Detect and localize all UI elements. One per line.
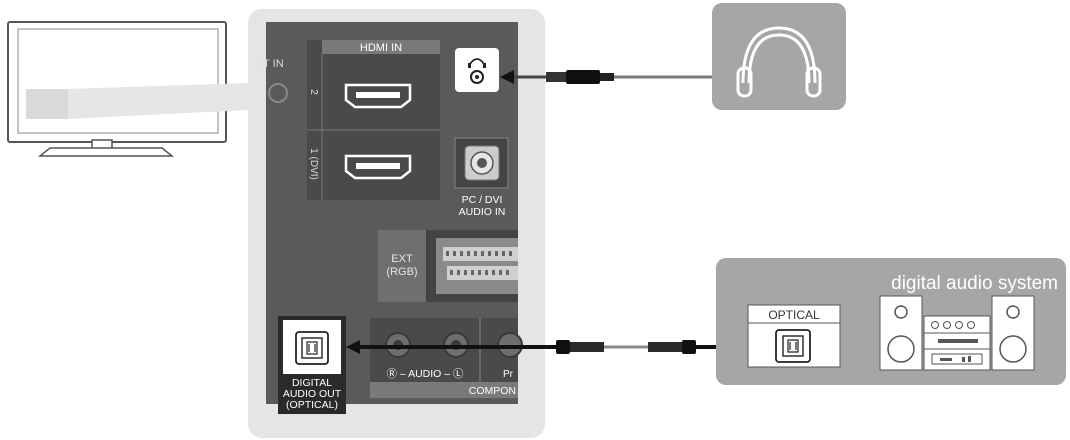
audio-label: Ⓡ – AUDIO – Ⓛ — [386, 368, 464, 380]
pr-label: Pr — [503, 369, 514, 380]
scart-port[interactable] — [436, 238, 518, 294]
optical-port-icon[interactable] — [295, 331, 329, 365]
hdmi-block — [307, 40, 440, 200]
headphones-box — [712, 3, 846, 110]
optical-out-label-line2: AUDIO OUT — [283, 388, 342, 400]
optical-out-label-line1: DIGITAL — [292, 377, 332, 389]
hdmi-port-1-label: 1 (DVI) — [308, 148, 319, 180]
headphone-cable — [500, 70, 712, 84]
zoom-wedge — [68, 83, 248, 119]
audio-system-title: digital audio system — [891, 273, 1058, 294]
component-label: COMPON — [469, 385, 516, 397]
optical-input-label: OPTICAL — [768, 308, 820, 322]
partial-input-jack — [268, 83, 288, 103]
headphone-jack-icon[interactable] — [468, 58, 486, 84]
hdmi-port-2[interactable] — [344, 83, 412, 109]
optical-out-label-line3: (OPTICAL) — [286, 399, 338, 411]
ext-label-line1: EXT — [391, 253, 413, 265]
hdmi-port-2-label: 2 — [308, 89, 319, 95]
pc-dvi-label-line1: PC / DVI — [462, 194, 503, 206]
headphones-icon — [736, 26, 822, 98]
audio-system-optical-input[interactable] — [747, 304, 841, 368]
pc-dvi-label-line2: AUDIO IN — [459, 206, 506, 218]
pc-dvi-audio-port[interactable] — [454, 137, 509, 189]
tv-port-area-highlight — [26, 89, 68, 119]
partial-input-label: IT IN — [260, 58, 284, 70]
rear-panel: IT IN HDMI IN 2 1 (DVI) — [248, 9, 545, 438]
hdmi-port-1[interactable] — [344, 154, 412, 180]
hdmi-header: HDMI IN — [360, 42, 402, 54]
stereo-system-icon — [879, 295, 1035, 371]
ext-label-line2: (RGB) — [386, 266, 417, 278]
